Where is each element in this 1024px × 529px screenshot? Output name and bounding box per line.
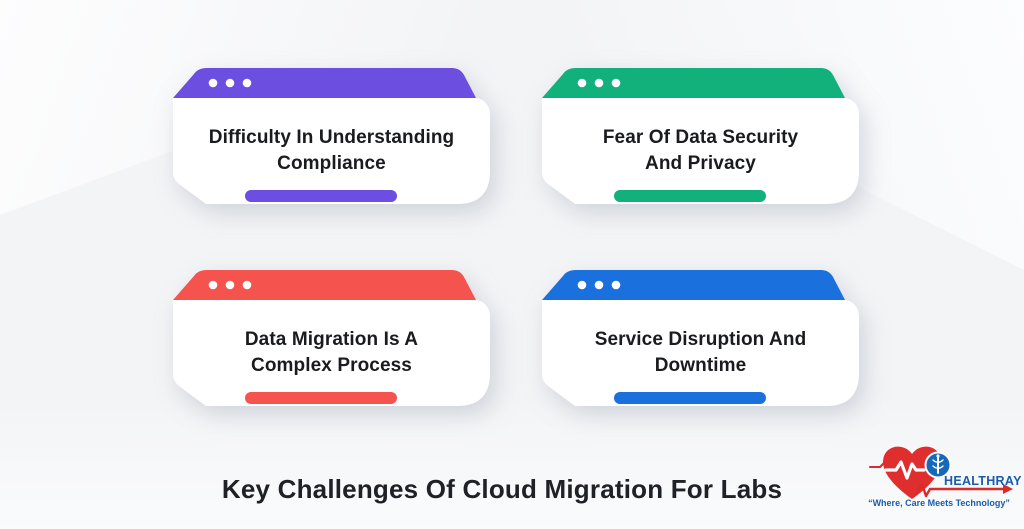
caduceus-icon [932,454,944,474]
card-label-line1: Fear Of Data Security [602,127,799,148]
ekg-stub-icon [869,462,885,468]
card-body [173,98,490,204]
card-difficulty-in-understanding-compliance: Difficulty In Understanding Compliance [173,68,490,208]
card-header-bar [542,270,845,300]
card-fear-of-data-security-and-privacy: Fear Of Data Security And Privacy [542,68,859,208]
card-window-graphic [542,68,859,204]
ekg-arrow-icon [914,482,1013,498]
card-label: Difficulty In Understanding Compliance [181,98,482,204]
window-dots-icon [577,78,621,88]
card-body [542,300,859,406]
healthray-logo: HEALTHRAY “Where, Care Meets Technology” [860,437,1021,525]
card-header-bar [173,68,476,98]
card-service-disruption-and-downtime: Service Disruption And Downtime [542,270,859,410]
card-label: Service Disruption And Downtime [550,300,851,406]
window-dots-icon [577,280,621,290]
card-body [542,98,859,204]
card-label-line1: Data Migration Is A [244,329,419,350]
card-label-line1: Service Disruption And [594,329,807,350]
card-label-line2: And Privacy [645,153,756,174]
card-label-line2: Downtime [654,355,747,376]
logo-tagline: “Where, Care Meets Technology” [868,498,1010,508]
card-window-graphic [173,68,490,204]
page-title: Key Challenges Of Cloud Migration For La… [221,474,783,504]
card-bottom-tab [245,392,397,404]
card-bottom-tab [245,190,397,202]
card-label: Fear Of Data Security And Privacy [550,98,851,204]
card-data-migration-is-a-complex-process: Data Migration Is A Complex Process [173,270,490,410]
logo-brand-text: HEALTHRAY [944,474,1022,488]
window-dots-icon [208,280,252,290]
card-body [173,300,490,406]
ekg-pulse-icon [884,460,926,480]
card-label: Data Migration Is A Complex Process [181,300,482,406]
card-window-graphic [542,270,859,406]
card-header-bar [173,270,476,300]
window-dots-icon [208,78,252,88]
card-label-line2: Complex Process [251,355,412,376]
card-bottom-tab [614,392,766,404]
card-header-bar [542,68,845,98]
card-label-line1: Difficulty In Understanding [208,127,455,148]
card-window-graphic [173,270,490,406]
card-bottom-tab [614,190,766,202]
logo-graphic [869,446,1013,499]
card-label-line2: Compliance [277,153,386,174]
